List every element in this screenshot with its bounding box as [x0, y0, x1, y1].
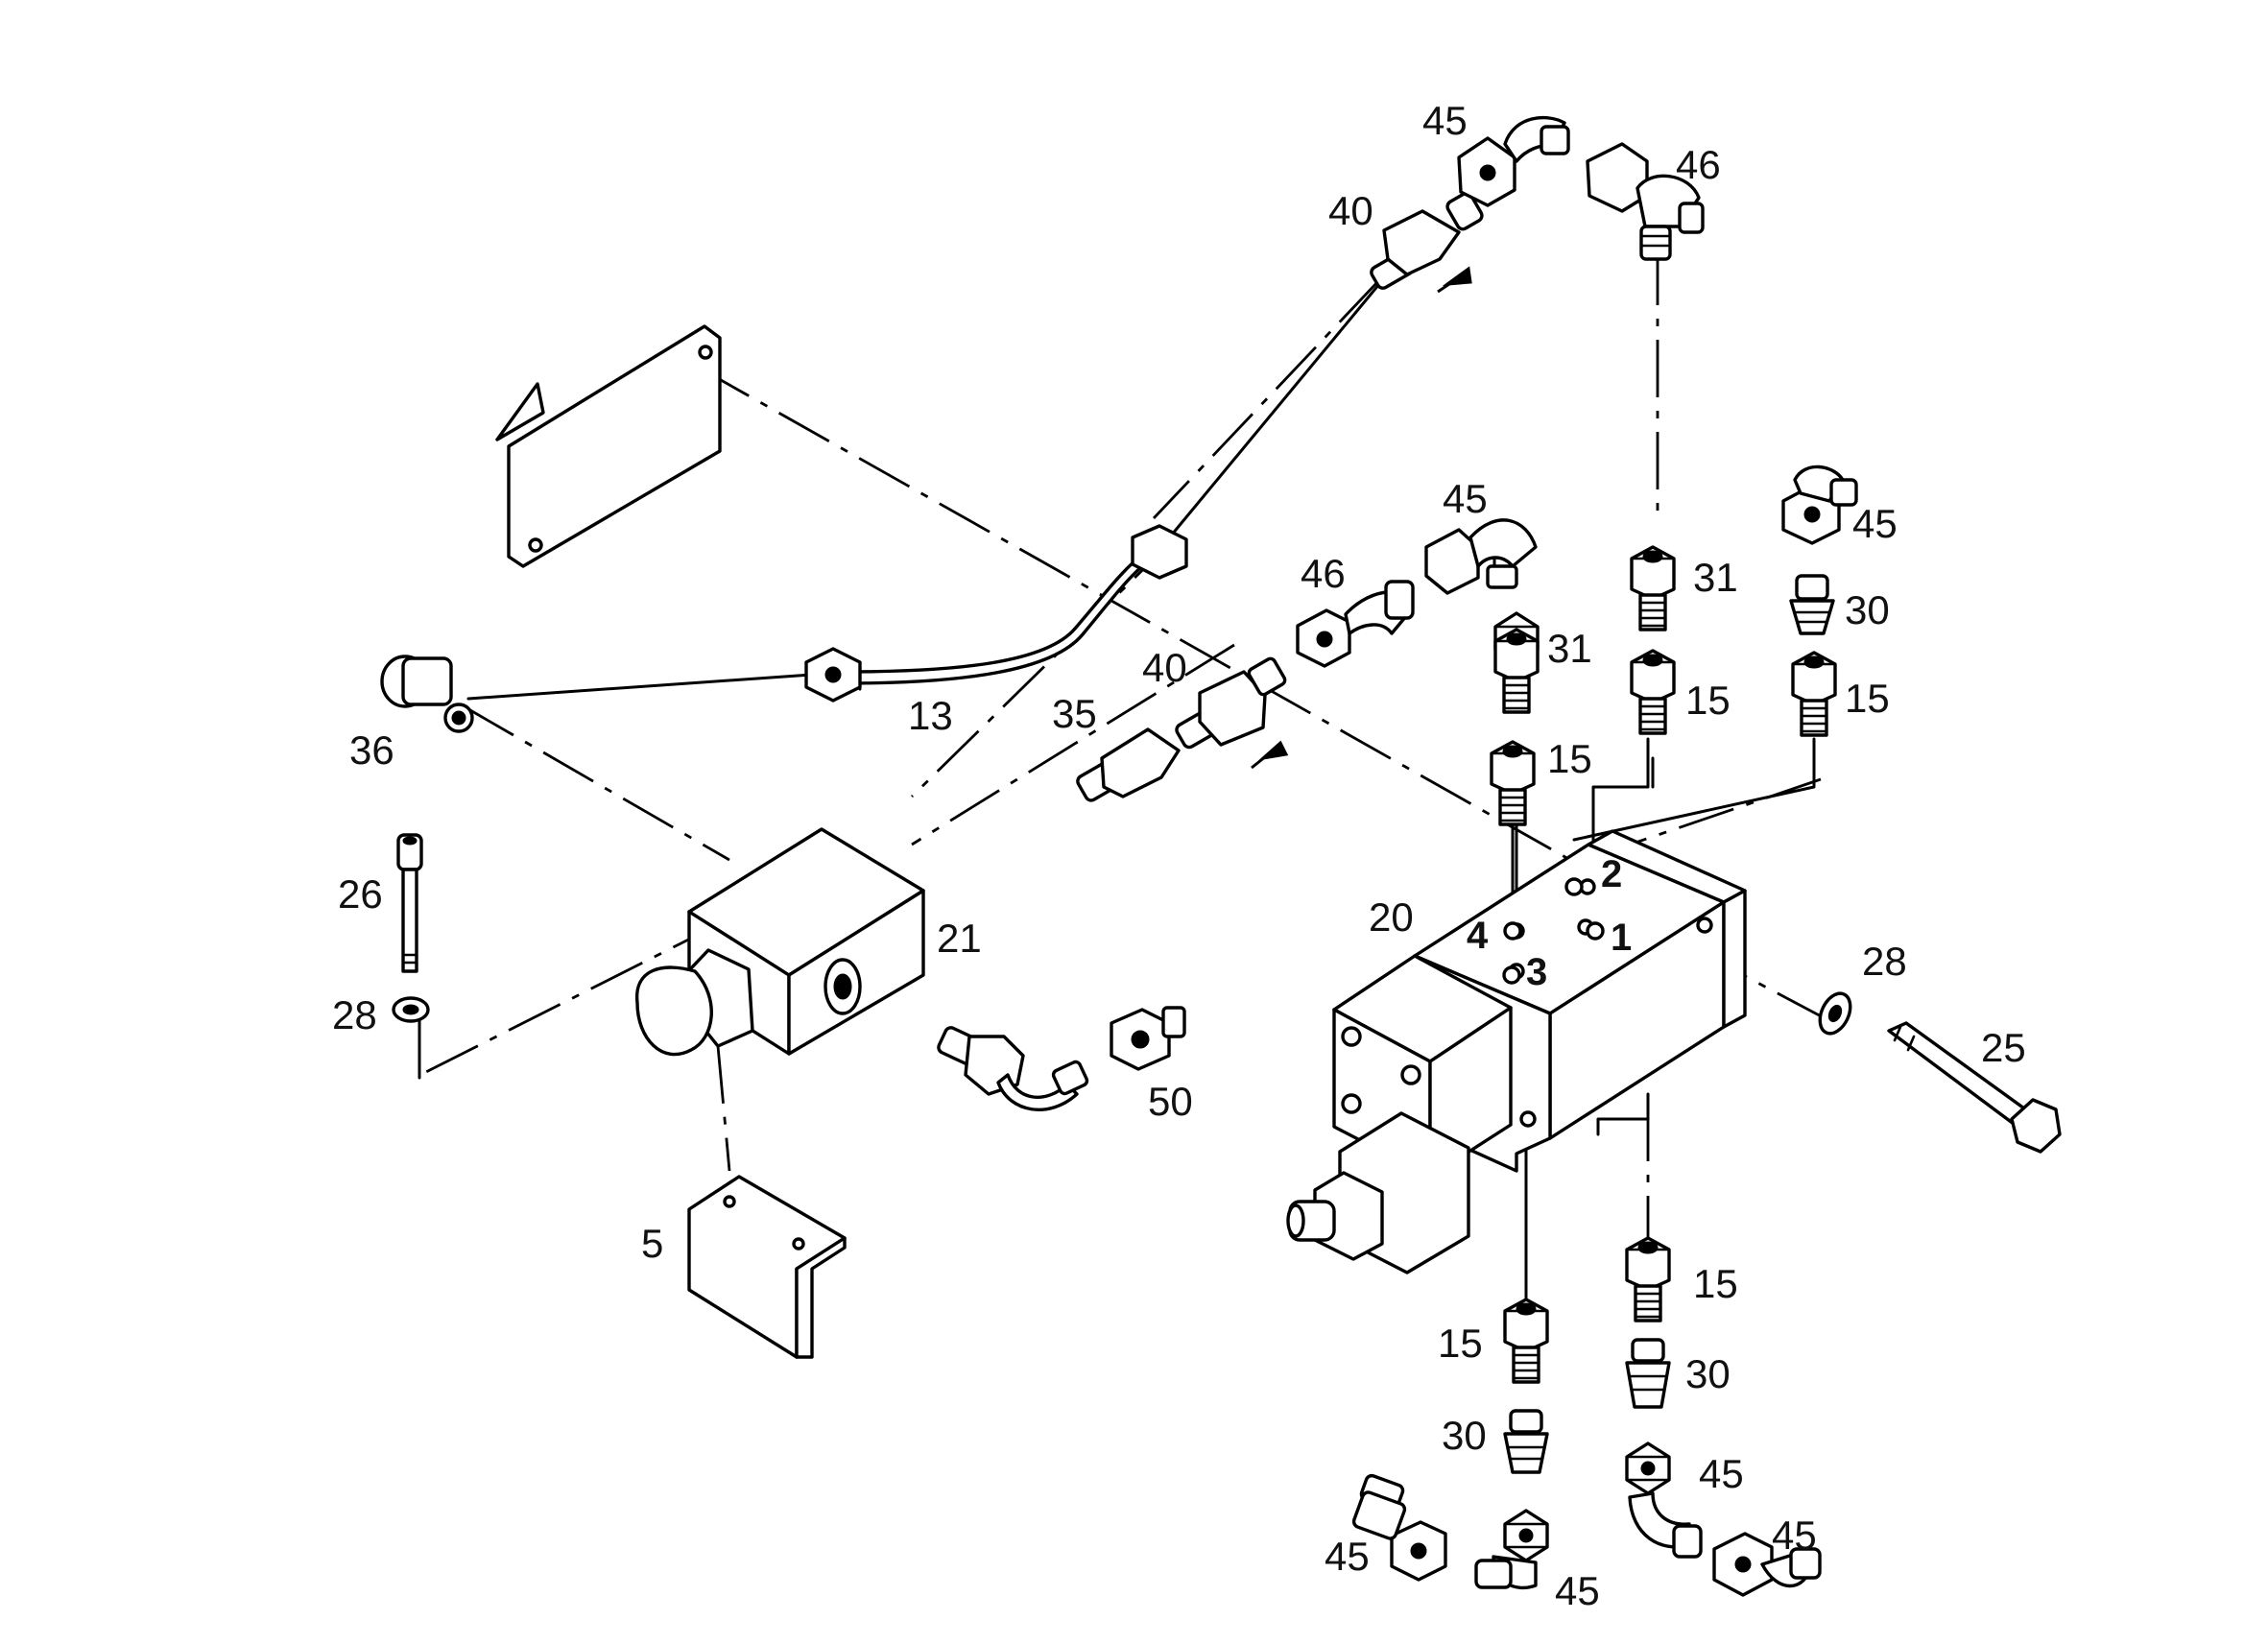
callout-25: 25: [1981, 1025, 2026, 1070]
callout-40-mid: 40: [1142, 645, 1187, 690]
callout-20: 20: [1369, 894, 1414, 940]
callout-45-mid: 45: [1443, 476, 1488, 521]
callout-21: 21: [937, 916, 982, 961]
fitting-15-farright: [1791, 651, 1837, 737]
bolt-25: [1887, 1021, 2062, 1154]
callout-15-mid: 15: [1547, 736, 1592, 781]
callout-46-mid: 46: [1301, 551, 1346, 596]
callout-45-top: 45: [1422, 98, 1468, 143]
callout-15-lower-left: 15: [1438, 1321, 1483, 1366]
callout-45-lower-left-a: 45: [1325, 1534, 1370, 1579]
fittings-mid-chain: [1076, 518, 1538, 802]
port-4: 4: [1467, 915, 1489, 957]
callout-26: 26: [338, 871, 383, 917]
callout-30-lower-right: 30: [1685, 1351, 1731, 1396]
bracket-5: [687, 1175, 847, 1359]
valve-block-21: [635, 827, 925, 1057]
port-labels: 2 1 3 4: [1467, 853, 1632, 993]
callout-15-farright: 15: [1845, 676, 1890, 721]
screw-26: [396, 833, 423, 973]
callout-45-lower-right-a: 45: [1699, 1451, 1744, 1496]
callout-5: 5: [641, 1221, 663, 1266]
port-1: 1: [1611, 917, 1632, 959]
fitting-15-mid: [1490, 740, 1536, 826]
callout-46-top: 46: [1676, 142, 1721, 187]
callout-28-left: 28: [332, 992, 377, 1037]
tube-13: [804, 524, 1188, 703]
callout-31-right: 31: [1693, 555, 1738, 600]
callout-36: 36: [349, 727, 394, 773]
washer-28-left: [392, 996, 430, 1023]
lower-right-stack: [1625, 1236, 1822, 1597]
fitting-30-farright: [1789, 574, 1835, 635]
mounting-plate: [495, 324, 722, 568]
callout-45-farright: 45: [1852, 501, 1898, 546]
callout-30-farright: 30: [1845, 587, 1890, 632]
lower-left-stack: [1351, 1298, 1549, 1590]
callout-labels: 45 46 40 45 46 40 35 31 15 31 15 45 30 1…: [332, 98, 2026, 1613]
fitting-36: [380, 655, 474, 733]
callout-35: 35: [1052, 691, 1097, 736]
callout-50: 50: [1148, 1079, 1193, 1124]
centerlines: [414, 248, 1827, 1296]
valve-20: [1286, 829, 1747, 1275]
callout-13: 13: [908, 693, 953, 738]
washer-28-right: [1818, 991, 1852, 1036]
callout-40-top: 40: [1328, 188, 1373, 233]
fittings-top-chain: [1370, 115, 1705, 294]
callout-30-lower-left: 30: [1442, 1413, 1487, 1458]
fitting-15-right: [1630, 649, 1676, 735]
port-3: 3: [1526, 951, 1547, 993]
callout-15-right: 15: [1685, 678, 1731, 723]
callout-28-right: 28: [1862, 939, 1907, 984]
callout-45-lower-left-b: 45: [1555, 1568, 1600, 1613]
callout-15-lower-right: 15: [1693, 1261, 1738, 1306]
fittings-50-chain: [937, 1006, 1186, 1111]
port-2: 2: [1601, 853, 1622, 895]
fitting-45-farright: [1781, 465, 1858, 545]
callout-31-mid: 31: [1547, 626, 1592, 671]
fitting-31-mid: [1493, 611, 1540, 714]
callout-45-lower-right-b: 45: [1772, 1513, 1817, 1558]
fitting-31-right: [1630, 545, 1676, 631]
